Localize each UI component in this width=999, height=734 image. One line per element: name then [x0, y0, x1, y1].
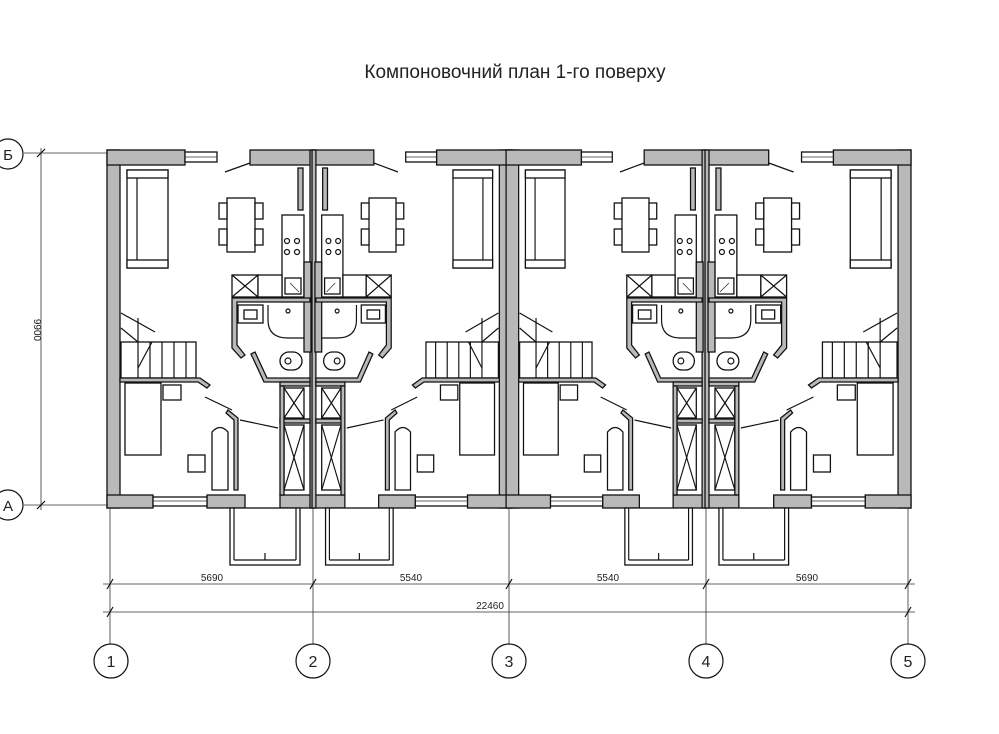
unit-4: [704, 149, 912, 566]
total-dimension-label: 22460: [476, 601, 504, 612]
page-title: Компоновочний план 1-го поверху: [364, 62, 666, 83]
axis-label-b: Б: [3, 147, 13, 164]
unit-3: [505, 149, 707, 566]
span-4-5-label: 5690: [796, 573, 819, 584]
axis-bubble-5: [890, 643, 926, 679]
axis-label-2: 2: [309, 654, 318, 671]
axis-bubble-a: [0, 489, 24, 521]
span-2-3-label: 5540: [400, 573, 423, 584]
unit-1: [106, 149, 315, 566]
column-axes: [109, 508, 909, 644]
axis-label-5: 5: [904, 654, 913, 671]
axis-bubble-1: [93, 643, 129, 679]
axis-bubble-4: [688, 643, 724, 679]
axis-bubble-3: [491, 643, 527, 679]
axis-bubble-b: [0, 138, 24, 170]
span-1-2-label: 5690: [201, 573, 224, 584]
height-dimension-label: 9900: [31, 319, 42, 342]
axis-label-4: 4: [702, 654, 711, 671]
axis-label-3: 3: [505, 654, 514, 671]
axis-label-1: 1: [107, 654, 116, 671]
unit-2: [311, 149, 513, 566]
span-3-4-label: 5540: [597, 573, 620, 584]
axis-bubble-2: [295, 643, 331, 679]
axis-label-a: А: [3, 498, 13, 515]
